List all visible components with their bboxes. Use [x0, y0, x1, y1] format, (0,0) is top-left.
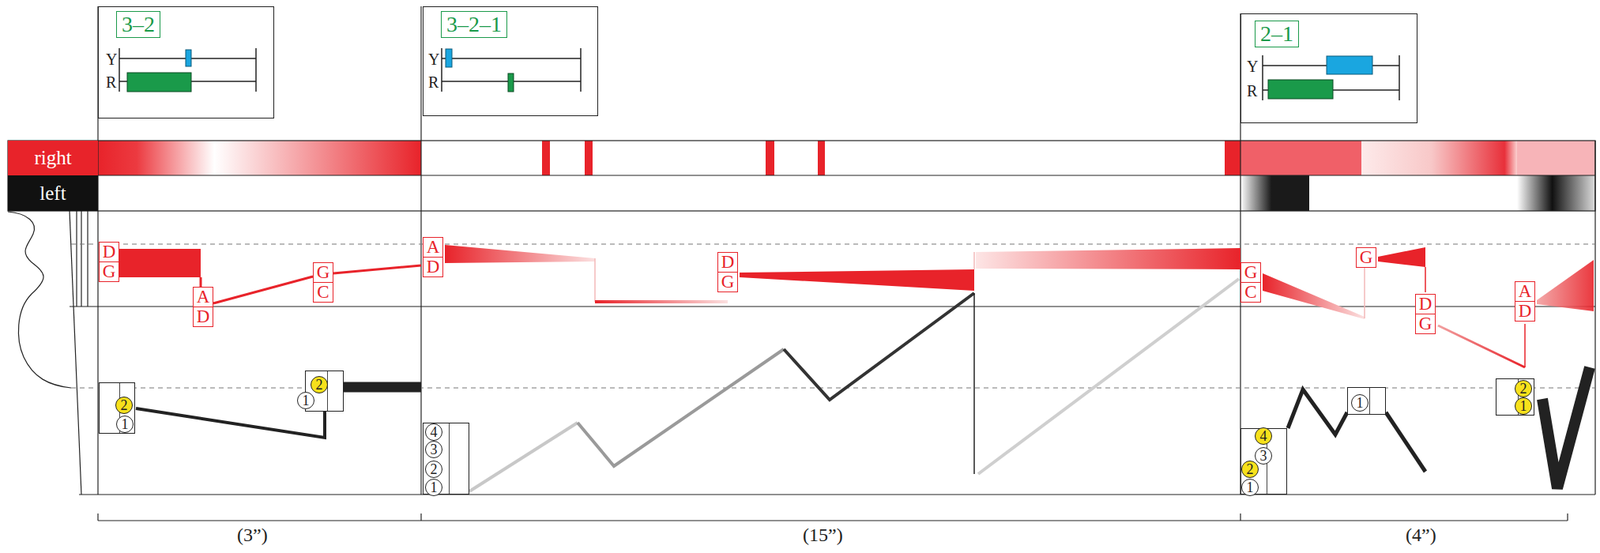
string-name: D	[192, 306, 214, 328]
finger-number: 1	[425, 478, 443, 497]
str-node: G	[1355, 247, 1377, 268]
panel-node: YR 2–1	[1240, 13, 1418, 124]
axis-label: Y	[428, 51, 440, 68]
string-name: G	[98, 261, 120, 283]
green-node: 3–2	[116, 11, 161, 38]
string-name: D	[98, 241, 120, 263]
green-node: 3–2–1	[440, 11, 508, 38]
str-node: AD	[192, 286, 214, 328]
str-node: GC	[312, 262, 334, 303]
finger-number: 1	[116, 415, 134, 433]
fing-node: 21	[98, 382, 136, 434]
duration-label: (4”)	[1403, 524, 1439, 546]
interval-label: 3–2	[121, 12, 155, 37]
green-node: 2–1	[1254, 20, 1299, 48]
axis-label: Y	[105, 51, 117, 68]
axis-label: R	[428, 74, 439, 91]
finger-number: 1	[1241, 478, 1259, 497]
finger-number: 4	[425, 423, 443, 441]
finger-number: 2	[1514, 380, 1533, 398]
fing-node: 1	[1347, 387, 1386, 415]
str-node: DG	[98, 241, 120, 283]
finger-number: 1	[1514, 397, 1533, 415]
string-name: D	[1514, 301, 1536, 322]
fret-line	[327, 371, 328, 411]
string-name: D	[422, 256, 444, 278]
str-node: DG	[717, 252, 738, 293]
interval-label: 3–2–1	[446, 12, 502, 37]
hand-label: left	[39, 182, 66, 205]
finger-number: 1	[1351, 394, 1369, 412]
string-name: G	[1415, 313, 1436, 335]
finger-number: 2	[425, 460, 443, 479]
finger-number: 2	[310, 376, 328, 394]
finger-number: 3	[425, 440, 443, 459]
string-name: G	[312, 262, 334, 283]
axis-label: R	[105, 74, 117, 91]
finger-number: 1	[297, 391, 315, 410]
string-name: G	[717, 271, 738, 293]
string-name: A	[422, 237, 444, 258]
fing-node: 4321	[422, 422, 470, 495]
fing-node: 21	[304, 370, 344, 412]
interval-label: 2–1	[1260, 22, 1294, 46]
str-node: GC	[1240, 262, 1262, 303]
fret-line	[448, 423, 450, 494]
finger-number: 4	[1254, 427, 1273, 445]
axis-label: R	[1246, 82, 1258, 99]
axis-label: Y	[1246, 58, 1258, 75]
band-node: right	[7, 140, 98, 176]
string-name: A	[192, 286, 214, 308]
str-node: AD	[422, 237, 444, 278]
band-node: left	[7, 175, 98, 211]
str-node: AD	[1514, 281, 1536, 322]
panel-node: YR 3–2–1	[422, 6, 599, 117]
fing-node: 4 321	[1240, 428, 1288, 495]
str-node: DG	[1415, 293, 1436, 335]
duration-label: (15”)	[800, 524, 846, 546]
fing-node: 21	[1495, 378, 1535, 416]
fret-line	[1369, 387, 1371, 415]
string-name: G	[1355, 247, 1377, 268]
panel-node: YR 3–2	[97, 6, 275, 119]
string-name: G	[1240, 262, 1262, 283]
duration-label: (3”)	[234, 524, 271, 546]
string-name: A	[1514, 281, 1536, 302]
string-name: C	[312, 282, 334, 303]
hand-label: right	[33, 146, 72, 170]
string-name: C	[1240, 282, 1262, 303]
finger-number: 2	[115, 396, 133, 415]
finger-number: 3	[1254, 447, 1273, 465]
finger-number: 2	[1241, 460, 1259, 479]
string-name: D	[717, 252, 738, 273]
string-name: D	[1415, 293, 1436, 315]
